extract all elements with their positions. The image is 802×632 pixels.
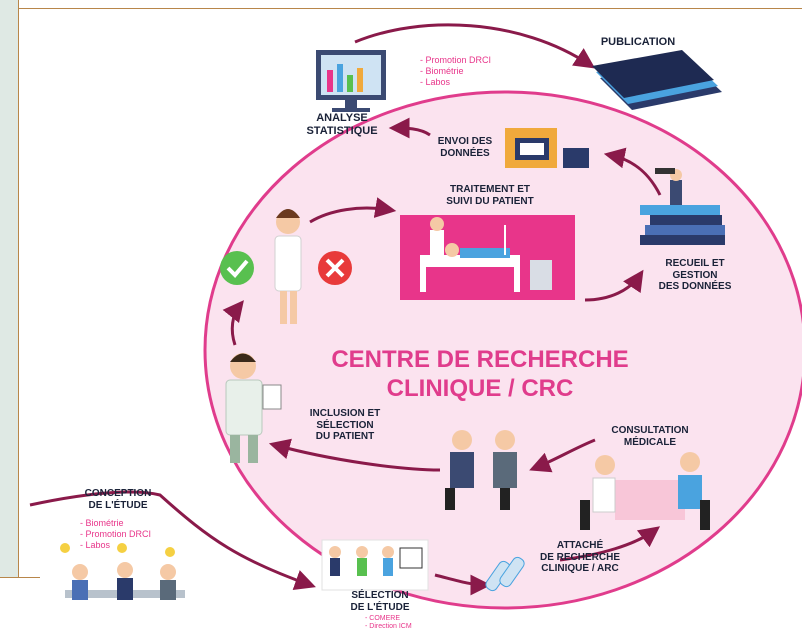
conception-line2: DE L'ÉTUDE (88, 499, 148, 511)
monitor-icon (316, 50, 386, 112)
attache-line1: ATTACHÉ (556, 540, 604, 551)
selection-etude-line2: DE L'ÉTUDE (350, 601, 410, 613)
center-title-line2: CLINIQUE / CRC (386, 374, 574, 402)
test-tube-icon (485, 556, 525, 592)
envoi-line2: DONNÉES (440, 147, 490, 159)
conception-sublist: - Biométrie - Promotion DRCI - Labos (80, 518, 151, 550)
recueil-line1: RECUEIL ET (665, 258, 725, 269)
consultation-desk-icon (580, 452, 710, 530)
cross-icon (318, 251, 352, 285)
conception-item: - Biométrie (80, 518, 124, 528)
lightbulb-icon (60, 543, 175, 557)
analyse-line2: STATISTIQUE (306, 124, 378, 137)
center-title: CENTRE DE RECHERCHE CLINIQUE / CRC (300, 346, 660, 404)
doctor-icon (274, 209, 302, 324)
publication-line1: PUBLICATION (600, 36, 676, 48)
recueil-line3: DES DONNÉES (658, 281, 732, 292)
consultation-line2: MÉDICALE (623, 436, 677, 448)
conception-label: CONCEPTION DE L'ÉTUDE (68, 488, 168, 511)
selection-etude-sublist: - COMERE - Direction ICM (365, 615, 412, 632)
selection-etude-label: SÉLECTION DE L'ÉTUDE (335, 590, 425, 613)
traitement-line2: SUIVI DU PATIENT (446, 195, 534, 207)
center-title-line1: CENTRE DE RECHERCHE (331, 346, 629, 373)
traitement-label: TRAITEMENT ET SUIVI DU PATIENT (425, 184, 555, 207)
analyse-line1: ANALYSE (316, 112, 368, 124)
inclusion-label: INCLUSION ET SÉLECTION DU PATIENT (295, 408, 395, 443)
conception-line1: CONCEPTION (84, 488, 152, 499)
check-icon (220, 251, 254, 285)
top-border (18, 8, 802, 9)
inclusion-line2: SÉLECTION (316, 419, 374, 431)
conception-item: - Labos (80, 539, 111, 550)
bottom-border (0, 577, 40, 578)
envoi-label: ENVOI DES DONNÉES (425, 136, 505, 159)
conception-item: - Promotion DRCI (80, 528, 152, 539)
recueil-label: RECUEIL ET GESTION DES DONNÉES (640, 258, 750, 293)
analyse-label: ANALYSE STATISTIQUE (282, 112, 402, 137)
consultation-line1: CONSULTATION (611, 425, 689, 436)
inclusion-line3: DU PATIENT (315, 431, 375, 442)
conception-meeting-icon (65, 562, 185, 600)
selection-etude-item: - COMERE (365, 615, 400, 622)
attache-line3: CLINIQUE / ARC (541, 563, 619, 574)
folder-icon (505, 128, 589, 168)
selection-etude-item: - Direction ICM (365, 623, 412, 631)
traitement-line1: TRAITEMENT ET (450, 184, 530, 195)
attache-line2: DE RECHERCHE (539, 551, 620, 563)
inclusion-line1: INCLUSION ET (309, 408, 381, 419)
consultation-label: CONSULTATION MÉDICALE (595, 425, 705, 448)
flow-arrows (29, 23, 662, 596)
envoi-line1: ENVOI DES (437, 136, 493, 147)
analyse-sublist: - Promotion DRCI - Biométrie - Labos (420, 55, 491, 87)
publication-books-icon (592, 50, 722, 110)
selection-scene-icon (321, 539, 429, 591)
analyse-item: - Promotion DRCI (420, 55, 492, 65)
books-icon (640, 168, 725, 245)
recueil-line2: GESTION (672, 269, 718, 281)
patient-bed-icon (400, 215, 575, 300)
publication-label: PUBLICATION (578, 36, 698, 49)
analyse-item: - Biométrie (420, 65, 464, 76)
selection-etude-line1: SÉLECTION (351, 590, 409, 601)
doctor-clipboard-icon (225, 353, 282, 463)
analyse-item: - Labos (420, 76, 451, 87)
left-panel (0, 0, 19, 577)
meeting-icon (445, 430, 517, 510)
attache-label: ATTACHÉ DE RECHERCHE CLINIQUE / ARC (530, 540, 630, 575)
